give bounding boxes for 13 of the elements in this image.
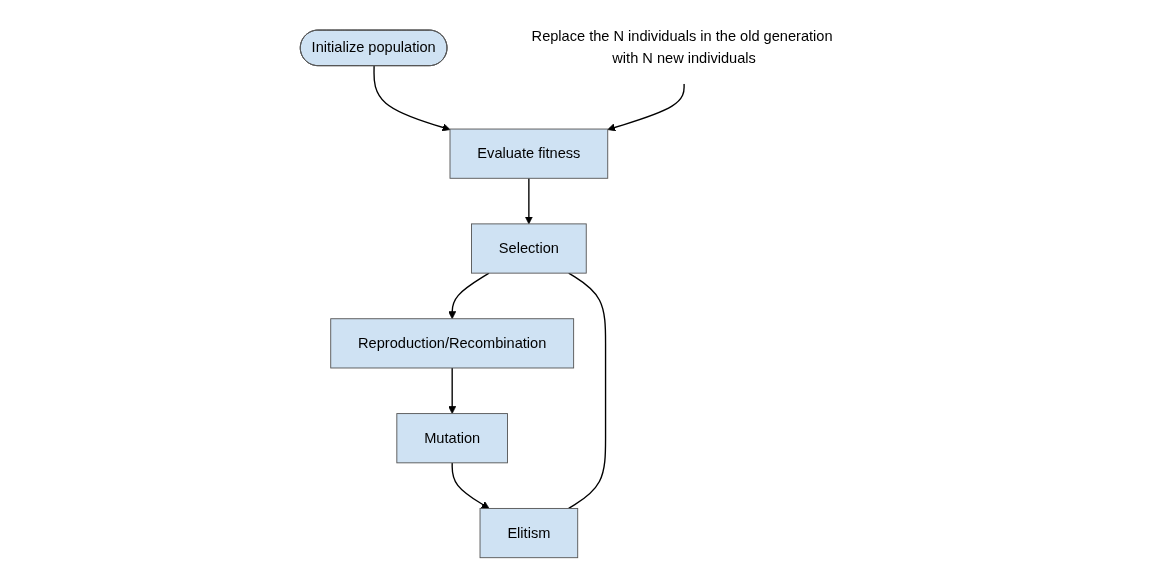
arrow: [448, 271, 490, 319]
node-box: Evaluate fitness: [449, 128, 609, 179]
arrow: [607, 82, 685, 131]
node-box: Elitism: [479, 507, 579, 558]
node-box: Selection: [471, 222, 587, 274]
arrow: [524, 177, 533, 224]
arrow: [373, 64, 451, 131]
connector: [568, 271, 607, 509]
arrow: [451, 461, 490, 509]
node-text: Replace the N individuals in the old generation with N new individuals: [531, 28, 833, 66]
node-box: Reproduction/Recombination: [330, 317, 575, 368]
node-box: Mutation: [396, 412, 508, 463]
arrow: [448, 366, 457, 414]
